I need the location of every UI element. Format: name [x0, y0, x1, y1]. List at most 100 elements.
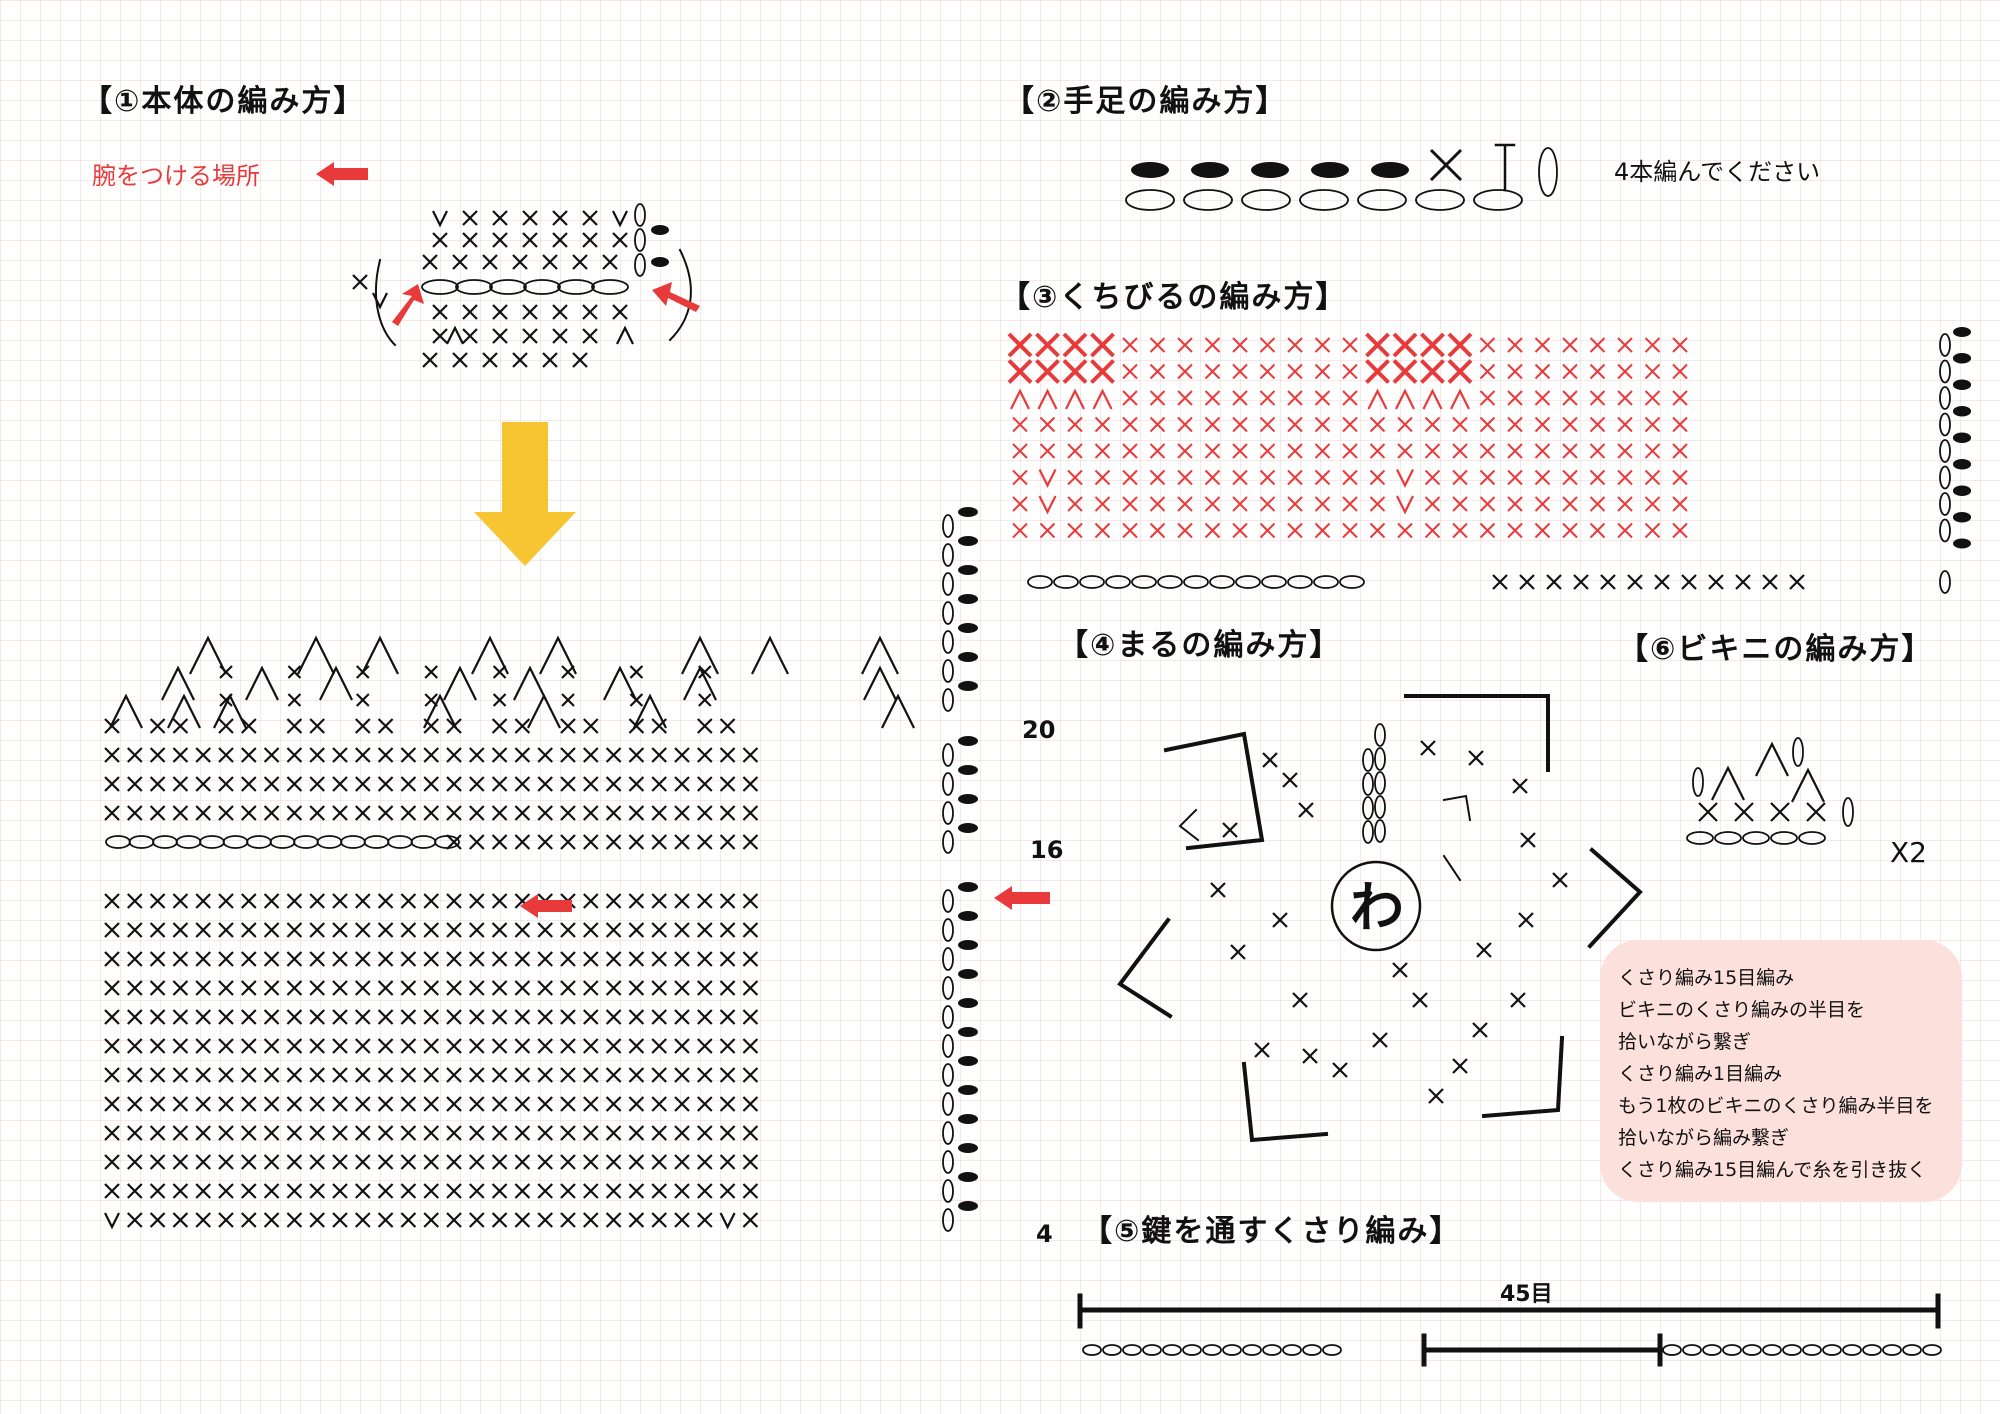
sc-symbol: [514, 718, 531, 734]
chain-symbol: [942, 889, 954, 913]
sc-symbol: [719, 922, 736, 938]
sc-symbol: [446, 747, 462, 763]
sc-symbol: [263, 1183, 280, 1199]
sc-symbol: [537, 1183, 553, 1199]
sc-symbol: [446, 1125, 462, 1141]
sc-symbol: [1479, 337, 1496, 353]
sc-symbol: [1472, 1022, 1488, 1038]
sc-symbol: [1507, 390, 1523, 406]
sc-symbol: [1342, 469, 1358, 486]
chain-title: 【⑤鍵を通すくさり編み】: [1082, 1214, 1462, 1249]
sc-symbol: [697, 1038, 713, 1054]
chain-symbol: [1053, 575, 1079, 589]
sc-symbol: [127, 747, 143, 763]
sc-symbol: [287, 693, 302, 707]
sc-symbol: [309, 893, 325, 909]
sc-symbol: [674, 980, 690, 996]
sc-symbol: [1534, 363, 1551, 380]
chain-symbol: [1939, 465, 1951, 490]
sc-symbol: [286, 1067, 303, 1083]
sc-symbol: [697, 893, 713, 909]
chain-symbol: [1374, 795, 1386, 819]
sc-symbol: [1369, 522, 1386, 539]
sc-symbol: [149, 1125, 166, 1141]
sc-symbol: [1562, 522, 1578, 539]
sc-symbol: [492, 693, 507, 707]
chain-symbol: [152, 835, 178, 849]
chain-symbol: [942, 659, 954, 683]
sc-symbol: [355, 718, 371, 734]
sc-symbol: [1204, 469, 1221, 486]
sc-symbol: [172, 1009, 189, 1025]
sc-symbol: [542, 352, 558, 368]
sc-symbol: [446, 1212, 462, 1228]
sc-symbol: [605, 893, 622, 909]
sl-st-symbol: [1953, 512, 1971, 522]
sc-symbol: [583, 980, 599, 996]
sc-symbol: [195, 805, 211, 821]
dec-symbol: [1711, 765, 1745, 801]
sc-symbol: [514, 951, 531, 967]
sc-symbol: [492, 328, 508, 344]
sc-symbol: [1507, 443, 1523, 459]
sc-symbol: [195, 1125, 211, 1141]
sc-symbol: [127, 951, 143, 967]
sc-symbol: [1507, 337, 1523, 353]
chain-symbol: [1939, 359, 1951, 384]
sc-symbol: [1546, 574, 1562, 590]
sc-symbol: [514, 1009, 531, 1025]
bracket-line: [1241, 1061, 1329, 1143]
sc-symbol: [1369, 443, 1386, 459]
sc-symbol: [1770, 802, 1790, 822]
inc-symbol: [1396, 495, 1414, 515]
sc-symbol: [355, 1067, 371, 1083]
sc-symbol: [332, 1096, 348, 1112]
sc-symbol: [537, 1212, 553, 1228]
sc-symbol: [1468, 750, 1484, 766]
chain-symbol: [634, 203, 646, 227]
sc-symbol: [195, 980, 211, 996]
sc-symbol: [612, 232, 628, 248]
sc-symbol: [1262, 752, 1278, 768]
sl-st-symbol: [958, 594, 978, 604]
dec-symbol: [1010, 388, 1030, 410]
sc-symbol: [1562, 337, 1578, 353]
sc-symbol: [1589, 496, 1606, 512]
sc-symbol: [241, 893, 257, 909]
sc-symbol: [583, 893, 599, 909]
sc-symbol: [561, 693, 575, 707]
sc-symbol: [1149, 469, 1166, 486]
sc-symbol: [377, 747, 394, 763]
sc-symbol: [582, 304, 598, 320]
sc-symbol: [583, 922, 599, 938]
sc-symbol: [560, 1125, 576, 1141]
sc-symbol: [1589, 363, 1606, 380]
dec-symbol: [1065, 388, 1085, 410]
sc-symbol: [522, 210, 538, 226]
sc-symbol: [400, 776, 417, 792]
dec-symbol: [1422, 388, 1443, 410]
dec-symbol: [167, 693, 201, 729]
sc-symbol: [1302, 1048, 1318, 1064]
sc-symbol: [1259, 443, 1276, 459]
sc-symbol: [432, 232, 448, 248]
sc-symbol: [697, 718, 713, 734]
sc-symbol: [332, 922, 348, 938]
chain-symbol: [1102, 1344, 1122, 1356]
sc-symbol: [1090, 332, 1115, 358]
sc-symbol: [172, 718, 189, 734]
chain-symbol: [1702, 1344, 1722, 1356]
sc-symbol: [1534, 337, 1551, 353]
sc-symbol: [172, 1038, 189, 1054]
sc-symbol: [742, 805, 759, 821]
sc-symbol: [1204, 363, 1221, 380]
sc-symbol: [1735, 574, 1751, 590]
chain-symbol: [1222, 1344, 1242, 1356]
sc-symbol: [1232, 443, 1248, 459]
sc-symbol: [1519, 574, 1535, 590]
sc-symbol: [1067, 496, 1083, 512]
chain-symbol: [1142, 1344, 1162, 1356]
sc-symbol: [469, 1154, 485, 1170]
sc-symbol: [1789, 574, 1805, 590]
sc-symbol: [1122, 496, 1138, 512]
